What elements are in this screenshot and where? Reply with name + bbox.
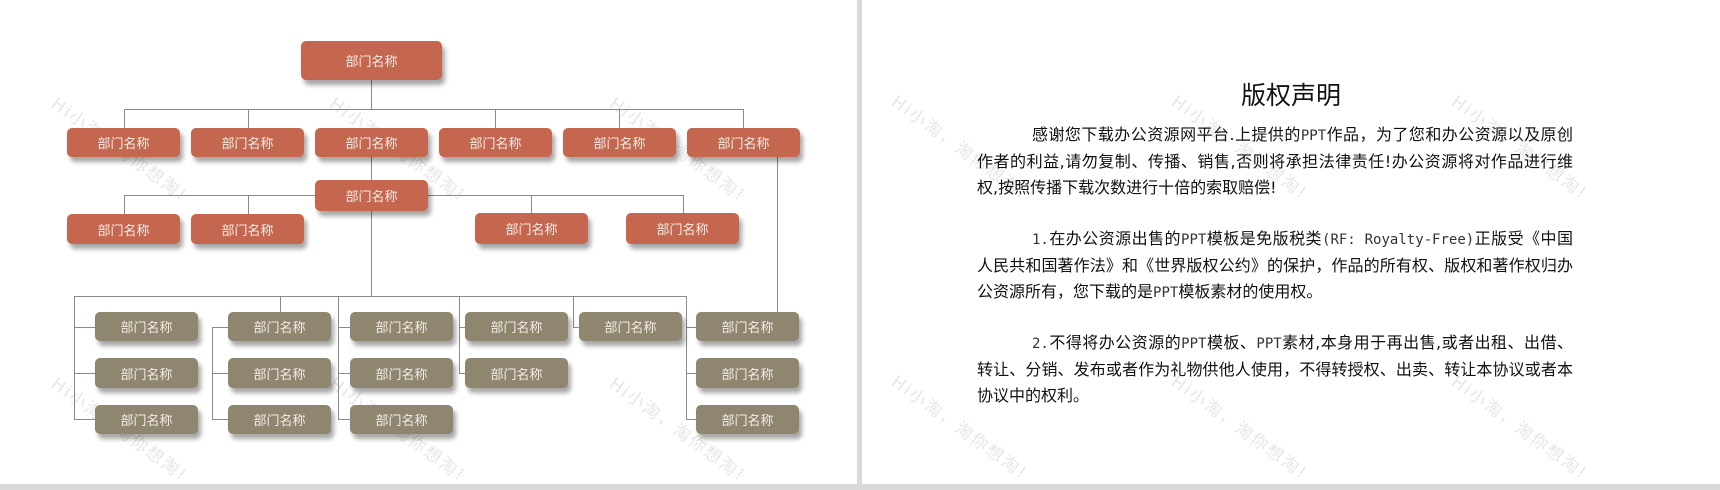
connector-line — [459, 327, 465, 328]
text-span: PPT — [1181, 336, 1207, 352]
intro-paragraph: 感谢您下载办公资源网平台.上提供的PPT作品，为了您和办公资源以及原创作者的利益… — [977, 122, 1573, 201]
org-node-level1[interactable]: 部门名称 — [67, 128, 180, 157]
org-chart-slide: Hi小淘，淘你想淘! Hi小淘，淘你想淘! Hi小淘，淘你想淘! Hi小淘，淘你… — [0, 0, 857, 484]
connector-line — [74, 419, 95, 420]
connector-line — [338, 327, 350, 328]
org-node-level3[interactable]: 部门名称 — [228, 358, 331, 388]
text-span: 在办公资源出售的 — [1048, 229, 1182, 248]
connector-line — [212, 327, 228, 328]
clause-number: 2. — [1032, 336, 1049, 352]
connector-line — [338, 373, 350, 374]
connector-line — [459, 373, 465, 374]
org-node-level1[interactable]: 部门名称 — [315, 128, 428, 157]
page-title: 版权声明 — [1240, 81, 1341, 110]
connector-line — [686, 327, 696, 328]
org-node-level1[interactable]: 部门名称 — [563, 128, 676, 157]
connector-line — [248, 109, 249, 128]
connector-line — [212, 419, 228, 420]
connector-line — [248, 195, 249, 214]
text-span: 模板、 — [1206, 333, 1257, 352]
connector-line — [338, 419, 350, 420]
connector-line — [74, 296, 75, 420]
connector-line — [619, 109, 620, 128]
org-node-level3[interactable]: 部门名称 — [696, 358, 799, 388]
connector-line — [686, 373, 696, 374]
connector-line — [459, 296, 460, 374]
text-span: PPT — [1256, 336, 1282, 352]
connector-line — [743, 109, 744, 128]
copyright-slide: Hi小淘，淘你想淘! Hi小淘，淘你想淘! Hi小淘，淘你想淘! Hi小淘，淘你… — [862, 0, 1720, 484]
connector-line — [74, 327, 95, 328]
org-node-level3[interactable]: 部门名称 — [350, 405, 453, 434]
org-node-level3[interactable]: 部门名称 — [465, 312, 568, 341]
org-node-level3[interactable]: 部门名称 — [696, 312, 799, 341]
org-node-sub-hub[interactable]: 部门名称 — [315, 180, 428, 211]
org-node-level3[interactable]: 部门名称 — [350, 358, 453, 388]
clause-2-paragraph: 2.不得将办公资源的PPT模板、PPT素材,本身用于再出售,或者出租、出借、转让… — [977, 330, 1573, 409]
org-node-level3[interactable]: 部门名称 — [465, 358, 568, 388]
org-node-level2[interactable]: 部门名称 — [475, 213, 588, 244]
connector-line — [74, 373, 95, 374]
connector-line — [371, 157, 372, 296]
org-node-level3[interactable]: 部门名称 — [228, 405, 331, 434]
text-span: 模板是免版税类 — [1206, 229, 1323, 248]
text-span: PPT — [1153, 285, 1179, 301]
org-node-level2[interactable]: 部门名称 — [626, 213, 739, 244]
connector-line — [777, 157, 778, 312]
text-span: 模板素材的使用权。 — [1178, 282, 1323, 301]
connector-line — [74, 296, 686, 297]
connector-line — [683, 195, 684, 213]
org-node-level3[interactable]: 部门名称 — [228, 312, 331, 341]
text-span: 感谢您下载办公资源网平台.上提供的 — [1032, 125, 1301, 144]
org-node-level3[interactable]: 部门名称 — [95, 405, 198, 434]
text-span: 素材,本身用于再出售,或者出租、出借、转让、分销、发布或者作为礼物供他人使用，不… — [977, 333, 1573, 405]
clause-number: 1. — [1032, 232, 1049, 248]
connector-line — [124, 109, 125, 128]
org-node-level3[interactable]: 部门名称 — [95, 312, 198, 341]
org-node-level3[interactable]: 部门名称 — [95, 358, 198, 388]
connector-line — [212, 373, 228, 374]
connector-line — [573, 296, 574, 328]
connector-line — [124, 195, 125, 214]
org-node-level2[interactable]: 部门名称 — [67, 214, 180, 244]
text-span: 不得将办公资源的 — [1048, 333, 1182, 352]
org-node-level1[interactable]: 部门名称 — [687, 128, 800, 157]
org-node-level3[interactable]: 部门名称 — [579, 312, 682, 341]
text-span: PPT — [1181, 232, 1207, 248]
org-node-level3[interactable]: 部门名称 — [350, 312, 453, 341]
org-node-root[interactable]: 部门名称 — [301, 41, 442, 80]
connector-line — [338, 296, 339, 420]
connector-line — [280, 296, 281, 312]
connector-line — [371, 80, 372, 109]
connector-line — [124, 109, 744, 110]
text-span: PPT — [1300, 128, 1327, 144]
clause-1-paragraph: 1.在办公资源出售的PPT模板是免版税类(RF: Royalty-Free)正版… — [977, 226, 1573, 306]
connector-line — [531, 195, 532, 213]
connector-line — [495, 109, 496, 128]
org-node-level3[interactable]: 部门名称 — [696, 405, 799, 434]
connector-line — [686, 419, 696, 420]
text-span: (RF: Royalty-Free) — [1322, 232, 1475, 248]
text-span: 作品，为了您和办公资源以及原创作者的利益,请勿复制、传播、销售,否则将承担法律责… — [977, 125, 1573, 197]
org-node-level1[interactable]: 部门名称 — [439, 128, 552, 157]
text-span: 正版受《中国人民共和国著作法》和《世界版权公约》的保护，作品的所有权、版权和著作… — [977, 229, 1573, 301]
connector-line — [573, 327, 579, 328]
connector-line — [686, 296, 687, 420]
org-node-level2[interactable]: 部门名称 — [191, 214, 304, 244]
org-node-level1[interactable]: 部门名称 — [191, 128, 304, 157]
